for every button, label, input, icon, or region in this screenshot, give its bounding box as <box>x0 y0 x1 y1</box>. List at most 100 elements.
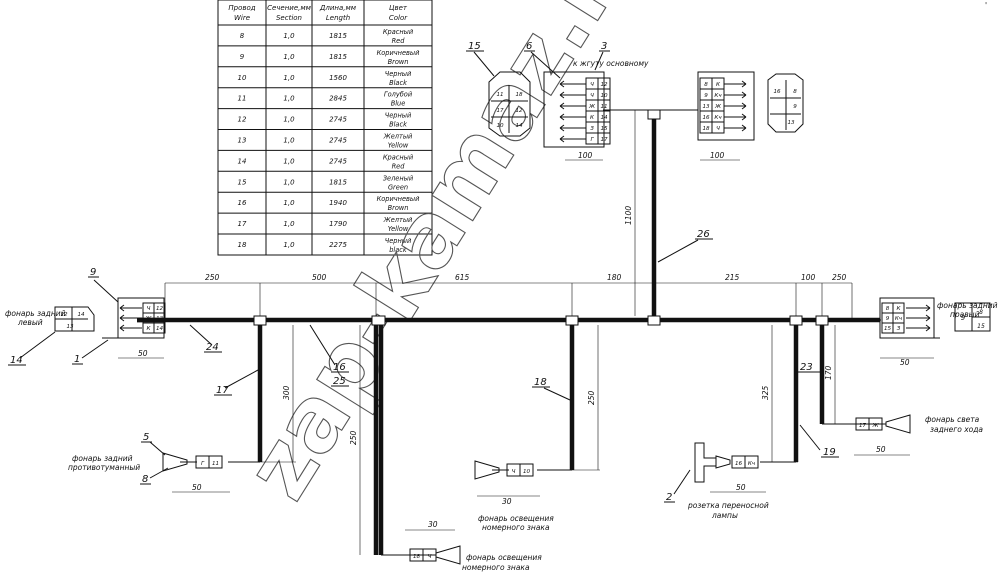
pin-label: К <box>590 115 595 121</box>
dim-615: 615 <box>455 273 470 282</box>
cell-color-ru: Красный <box>383 153 414 161</box>
cell-color-ru: Красный <box>383 28 414 36</box>
callout-17: 17 <box>214 369 259 396</box>
pin-label: Ч <box>428 554 432 560</box>
cell-color-ru: Коричневый <box>377 49 421 57</box>
label-plate-lamp2-2: номерного знака <box>462 563 530 572</box>
dimension-texts: 250 500 615 180 215 100 250 1100 100 100… <box>138 151 910 529</box>
dim-170: 170 <box>824 365 833 380</box>
label-to-main-harness: к жгуту основному <box>573 59 649 68</box>
cell-section: 1,0 <box>283 157 295 165</box>
pin-label: Кч <box>714 93 722 99</box>
dim-100-right: 100 <box>801 273 816 282</box>
branch-wires <box>228 109 881 556</box>
callout-number: 6 <box>526 41 532 52</box>
cell-wire: 12 <box>238 116 247 124</box>
pin-label: Г <box>590 137 594 143</box>
cell-section: 1,0 <box>283 95 295 103</box>
pin-label: 16 <box>735 461 743 467</box>
cell-color-ru: Желтый <box>383 216 413 224</box>
label-fog-lamp-1: фонарь задний <box>72 454 133 463</box>
cell-section: 1,0 <box>283 74 295 82</box>
cell-length: 2275 <box>329 241 347 249</box>
callout-9: 9 <box>88 267 119 303</box>
cell-color-ru: Черный <box>385 112 412 120</box>
dim-250-v: 250 <box>349 430 358 445</box>
pin-label: 9 <box>886 316 890 322</box>
callout-number: 15 <box>468 41 481 52</box>
pin-label: Ч <box>716 126 720 132</box>
pin-label: 8 <box>704 82 708 88</box>
cell-length: 1940 <box>329 199 347 207</box>
pin-label: 8 <box>793 89 797 95</box>
dim-250-right: 250 <box>832 273 847 282</box>
callout-number: 24 <box>206 342 219 353</box>
callout-number: 16 <box>333 362 346 373</box>
dim-100-conn6: 100 <box>578 151 593 160</box>
cell-section: 1,0 <box>283 199 295 207</box>
label-right-lamp-1: фонарь задний <box>937 301 998 310</box>
cell-length: 1815 <box>329 178 347 186</box>
dim-100-conn3: 100 <box>710 151 725 160</box>
cell-wire: 11 <box>238 95 247 103</box>
cell-length: 1815 <box>329 53 347 61</box>
pin-label: Г <box>201 461 205 467</box>
callout-number: 18 <box>534 377 547 388</box>
pin-label: К <box>716 82 721 88</box>
label-plate-lamp-2: номерного знака <box>482 523 550 532</box>
callout-number: 26 <box>697 229 710 240</box>
cell-color-ru: Зеленый <box>383 174 414 182</box>
wire-table: ПроводWireСечение,ммSectionДлина,ммLengt… <box>217 0 433 256</box>
pin-label: 18 <box>413 554 421 560</box>
callout-23: 23 <box>798 362 820 373</box>
callout-19: 19 <box>799 424 839 458</box>
dim-180: 180 <box>607 273 622 282</box>
callout-1: 1 <box>72 339 109 365</box>
pin-label: Ж <box>871 423 879 429</box>
callout-number: 3 <box>601 41 607 52</box>
pin-label: 9 <box>793 104 797 110</box>
pin-label: 9 <box>961 314 966 322</box>
pin-label: З <box>897 326 901 332</box>
table-header-en: Wire <box>234 14 250 22</box>
callout-26: 26 <box>657 229 713 263</box>
label-reverse-lamp-1: фонарь света <box>925 415 980 424</box>
pin-label: 13 <box>787 120 795 126</box>
dim-215: 215 <box>725 273 740 282</box>
dim-300: 300 <box>282 385 291 400</box>
cell-length: 1815 <box>329 32 347 40</box>
table-header-ru: Цвет <box>389 4 408 12</box>
corner-mark: ' <box>985 1 987 10</box>
pin-label: К <box>897 306 902 312</box>
cell-wire: 17 <box>238 220 247 228</box>
pin-label: Ж <box>588 104 596 110</box>
harness-clips <box>253 109 829 326</box>
cell-length: 1790 <box>329 220 347 228</box>
cell-color-ru: Черный <box>385 70 412 78</box>
pin-label: З <box>590 126 594 132</box>
cell-wire: 18 <box>238 241 247 249</box>
pin-label: 14 <box>156 326 164 332</box>
label-fog-lamp-2: противотуманный <box>68 463 140 472</box>
callout-number: 1 <box>74 354 80 365</box>
pin-label: 15 <box>977 323 985 330</box>
pin-label: 14 <box>515 123 523 129</box>
table-header-en: Section <box>276 14 302 22</box>
dimension-lines <box>118 109 934 555</box>
cell-section: 1,0 <box>283 178 295 186</box>
cell-section: 1,0 <box>283 220 295 228</box>
pin-label: Ж <box>714 104 722 110</box>
callout-8: 8 <box>140 467 169 485</box>
dim-50-fog: 50 <box>192 483 202 492</box>
pin-label: Кч <box>714 115 722 121</box>
cell-color-en: Blue <box>391 100 406 108</box>
